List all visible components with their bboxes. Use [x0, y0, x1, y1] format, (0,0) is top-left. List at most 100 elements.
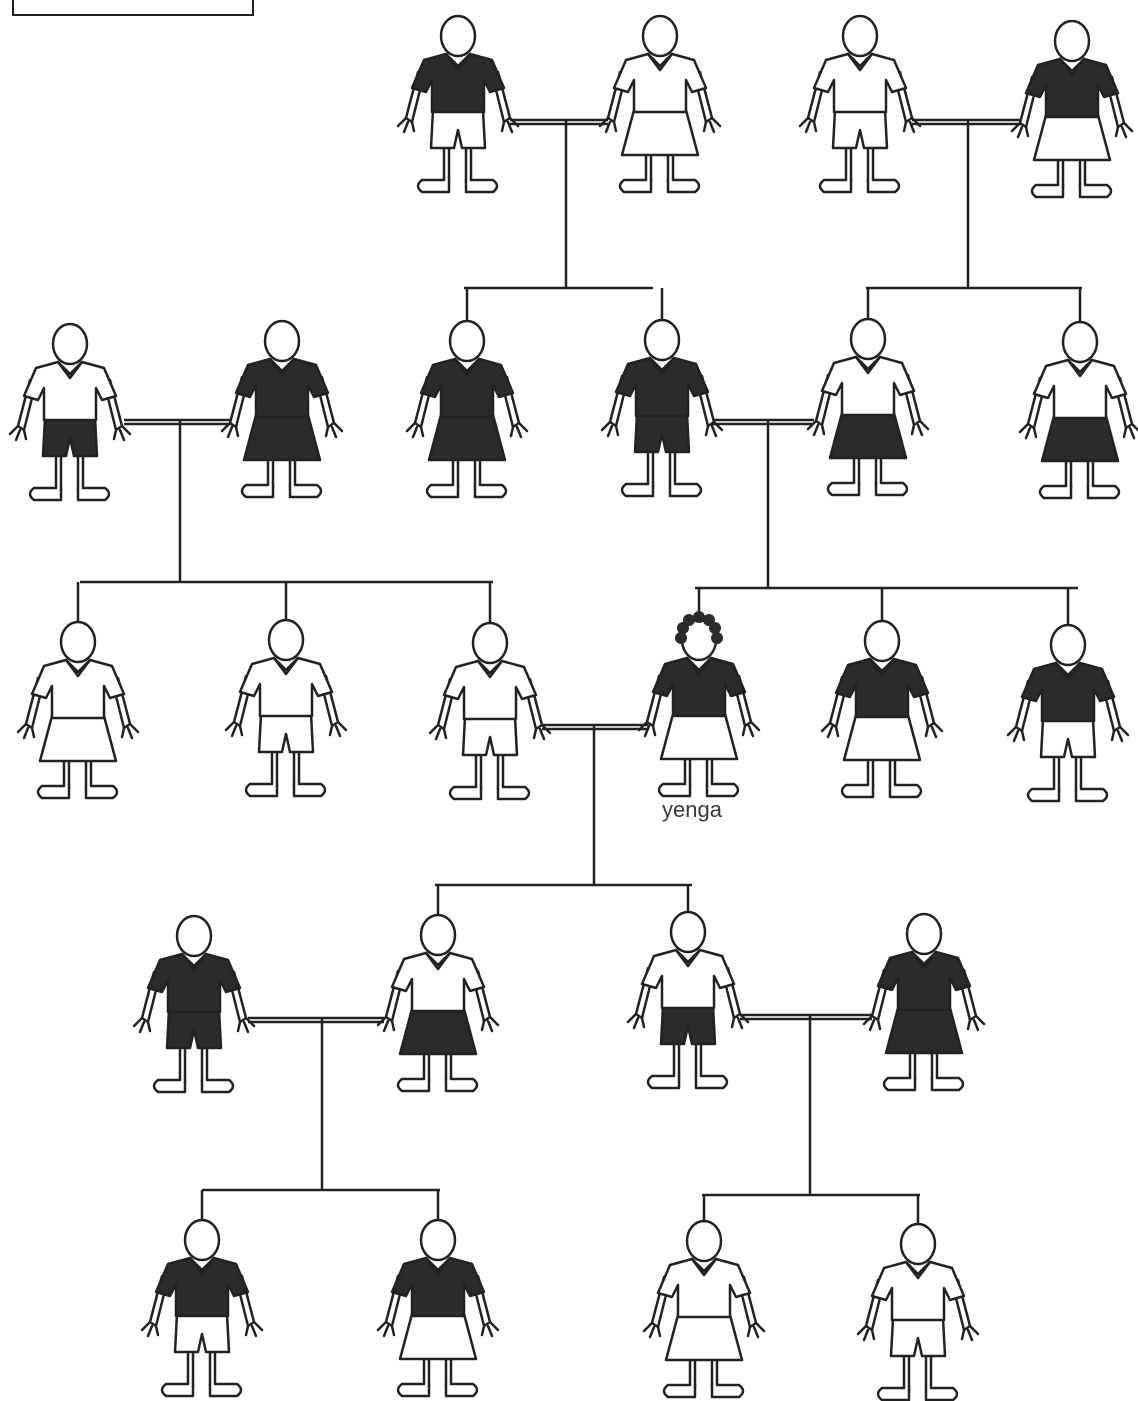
- head: [421, 915, 455, 955]
- ego-name-label: yenga: [632, 797, 752, 823]
- skirt: [1042, 416, 1118, 461]
- legs: [450, 754, 529, 799]
- person-female: [644, 1221, 764, 1397]
- legs: [1040, 460, 1119, 498]
- head: [185, 1220, 219, 1260]
- person-female: [600, 16, 720, 192]
- hair-curl: [711, 632, 723, 644]
- person-female: [378, 1220, 498, 1396]
- legs: [398, 1053, 477, 1091]
- head: [269, 620, 303, 660]
- person-female: [222, 321, 342, 497]
- person-female: [1020, 322, 1138, 498]
- skirt: [622, 110, 698, 155]
- hair-curl: [709, 622, 721, 634]
- person-male: [398, 16, 518, 192]
- skirt: [666, 1315, 742, 1360]
- legs: [878, 1355, 957, 1400]
- head: [671, 912, 705, 952]
- person-female: [822, 621, 942, 797]
- legs: [398, 1358, 477, 1396]
- head: [643, 16, 677, 56]
- skirt: [844, 715, 920, 760]
- legs: [38, 760, 117, 798]
- head: [1063, 322, 1097, 362]
- head: [1055, 21, 1089, 61]
- person-male: [226, 620, 346, 796]
- head: [907, 914, 941, 954]
- legs: [162, 1351, 241, 1396]
- legs: [418, 147, 497, 192]
- shirt: [1026, 59, 1118, 117]
- shorts: [463, 717, 517, 755]
- shorts: [661, 1006, 715, 1044]
- shirt: [32, 660, 124, 718]
- shirt: [872, 1262, 964, 1320]
- legs: [246, 751, 325, 796]
- head: [53, 324, 87, 364]
- hair-curl: [675, 632, 687, 644]
- legs: [620, 154, 699, 192]
- legs: [659, 758, 738, 796]
- shirt: [412, 54, 504, 112]
- legs: [154, 1047, 233, 1092]
- person-female: [378, 915, 498, 1091]
- skirt: [886, 1008, 962, 1053]
- legs: [1028, 756, 1107, 801]
- shorts: [891, 1318, 945, 1356]
- shirt: [653, 658, 745, 716]
- shirt: [392, 953, 484, 1011]
- shirt: [240, 658, 332, 716]
- head: [61, 622, 95, 662]
- person-female: [18, 622, 138, 798]
- person-male: [602, 320, 722, 496]
- shirt: [614, 54, 706, 112]
- person-male: [628, 912, 748, 1088]
- legs: [30, 455, 109, 500]
- person-male: [1008, 625, 1128, 801]
- head: [473, 623, 507, 663]
- legs: [884, 1052, 963, 1090]
- shirt: [836, 659, 928, 717]
- shirt: [814, 54, 906, 112]
- head: [901, 1224, 935, 1264]
- shorts: [431, 110, 485, 148]
- head: [843, 16, 877, 56]
- person-male: [134, 916, 254, 1092]
- shorts: [833, 110, 887, 148]
- head: [441, 16, 475, 56]
- shirt: [236, 359, 328, 417]
- person-male: [430, 623, 550, 799]
- head: [450, 321, 484, 361]
- skirt: [400, 1009, 476, 1054]
- shirt: [642, 950, 734, 1008]
- legs: [1032, 159, 1111, 197]
- legs: [242, 459, 321, 497]
- head: [265, 321, 299, 361]
- legs: [828, 457, 907, 495]
- skirt: [40, 716, 116, 761]
- legs: [648, 1043, 727, 1088]
- head: [645, 320, 679, 360]
- skirt: [400, 1314, 476, 1359]
- person-female: [864, 914, 984, 1090]
- head: [421, 1220, 455, 1260]
- person-female-ego: [639, 611, 759, 796]
- person-male: [10, 324, 130, 500]
- shirt: [156, 1258, 248, 1316]
- legs: [622, 451, 701, 496]
- legs: [427, 459, 506, 497]
- shirt: [1022, 663, 1114, 721]
- shorts: [635, 414, 689, 452]
- shorts: [175, 1314, 229, 1352]
- legs: [842, 759, 921, 797]
- skirt: [244, 415, 320, 460]
- shirt: [421, 359, 513, 417]
- shirt: [616, 358, 708, 416]
- skirt: [830, 413, 906, 458]
- shirt: [658, 1259, 750, 1317]
- head: [1051, 625, 1085, 665]
- head: [687, 1221, 721, 1261]
- head: [865, 621, 899, 661]
